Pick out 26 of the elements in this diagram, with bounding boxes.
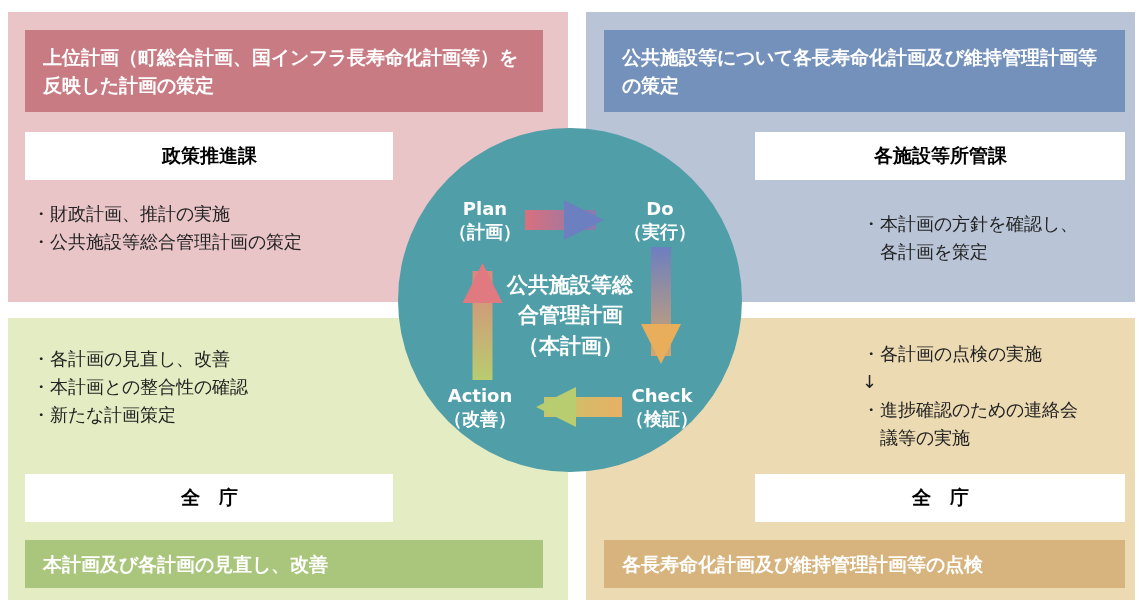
bullet-text: ・本計画との整合性の確認: [32, 374, 249, 399]
block-arrow: [536, 387, 622, 427]
block-arrow: [462, 263, 503, 380]
bullet-text: ・公共施設等総合管理計画の策定: [32, 229, 303, 254]
phase-label: Do （実行）: [620, 193, 700, 247]
bullet-text: ・新たな計画策定: [32, 402, 177, 427]
heading-band: 公共施設等について各長寿命化計画及び維持管理計画等の策定: [604, 30, 1125, 112]
bullet-text: ・各計画の見直し、改善: [32, 347, 231, 371]
bullet-text: ・本計画の方針を確認し、各計画を策定: [862, 212, 1079, 264]
heading-band: 本計画及び各計画の見直し、改善: [25, 540, 543, 588]
block-arrow: [525, 200, 604, 240]
department-box: 全 庁: [25, 474, 393, 522]
heading-band: 各長寿命化計画及び維持管理計画等の点検: [604, 540, 1125, 588]
department-box: 政策推進課: [25, 132, 393, 180]
circle-title: 公共施設等総合管理計画（本計画）: [504, 270, 636, 366]
heading-band: 上位計画（町総合計画、国インフラ長寿命化計画等）を反映した計画の策定: [25, 30, 543, 112]
phase-label: Plan （計画）: [445, 193, 525, 247]
bullet-text: ・各計画の点検の実施: [862, 342, 1043, 366]
block-arrow: [641, 247, 681, 364]
department-box: 全 庁: [755, 474, 1125, 522]
bullet-text: ↓: [862, 369, 879, 394]
department-box: 各施設等所管課: [755, 132, 1125, 180]
bullet-text: ・進捗確認のための連絡会議等の実施: [862, 397, 1079, 450]
bullet-text: ・財政計画、推計の実施: [32, 202, 231, 226]
phase-label: Check （検証）: [622, 380, 702, 434]
phase-label: Action （改善）: [440, 380, 520, 434]
